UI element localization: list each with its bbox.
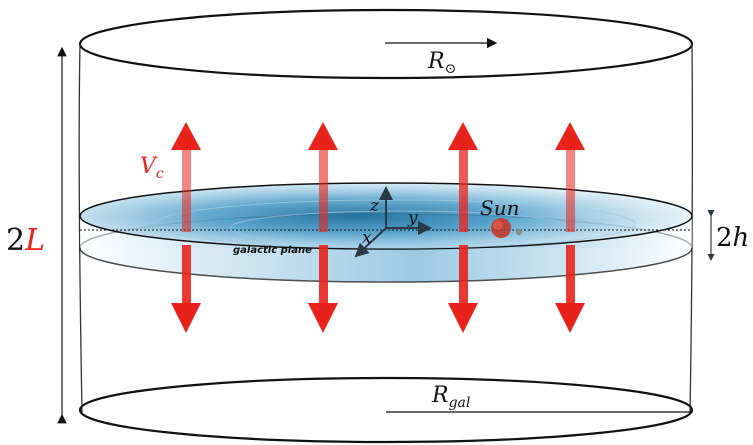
axis-x-label: x	[362, 228, 372, 248]
cylinder-top	[78, 8, 694, 80]
thickness-label: 2h	[716, 223, 749, 253]
galactic-plane-label: galactic plane	[233, 245, 312, 256]
cylinder-right-side	[689, 43, 694, 413]
axis-y-label: y	[407, 208, 418, 228]
vc-label: Vc	[140, 154, 164, 182]
cylinder-left-side	[78, 43, 83, 413]
outflow-arrow-2	[308, 122, 338, 333]
disk-inner-ring	[154, 199, 636, 249]
r-gal-label: Rgal	[431, 383, 470, 411]
axis-z-label: z	[369, 196, 380, 216]
outflow-arrow-3	[448, 122, 478, 333]
sun-marker-shade	[493, 220, 503, 230]
height-label: 2L	[6, 223, 45, 258]
cylinder-bottom	[78, 376, 694, 444]
sun-companion-dot	[516, 229, 522, 235]
outflow-arrows	[171, 122, 585, 333]
r-sun-label: R⊙	[427, 49, 456, 77]
outflow-arrow-4	[555, 122, 585, 333]
coordinate-axes	[354, 186, 432, 258]
sun-label: Sun	[480, 196, 519, 220]
outflow-arrow-1	[171, 122, 201, 333]
